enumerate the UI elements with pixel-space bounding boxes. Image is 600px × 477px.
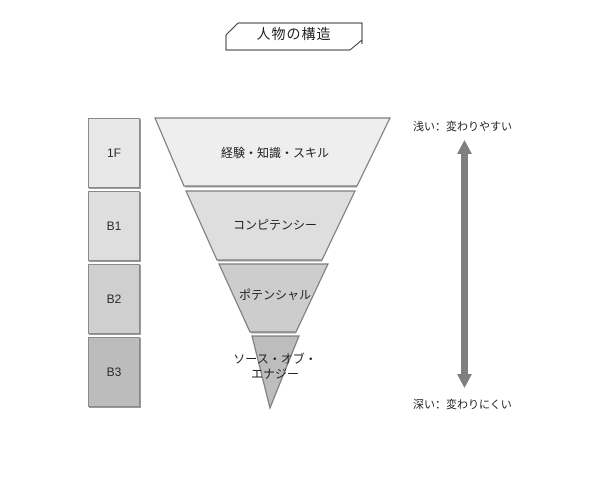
- floor-label: B3: [106, 365, 122, 379]
- axis-top-label: 浅い：変わりやすい: [413, 120, 512, 133]
- title-frame: [225, 22, 363, 51]
- diagram-title: 人物の構造: [256, 27, 332, 43]
- layer-shape-source-of-energy: [251, 335, 300, 410]
- layer-shape-potential: [218, 263, 329, 333]
- layer-label-skills: 経験・知識・スキル: [220, 146, 329, 160]
- floor-label: 1F: [106, 146, 121, 160]
- layer-label-potential: ポテンシャル: [238, 288, 311, 302]
- diagram-title-banner: 人物の構造: [224, 18, 364, 54]
- layer-shape-competency: [185, 190, 356, 261]
- floor-box-b2: B2: [88, 264, 140, 334]
- floor-label: B1: [106, 219, 122, 233]
- floor-label: B2: [106, 292, 122, 306]
- layer-label-line2: エナジー: [250, 367, 299, 381]
- floor-box-b1: B1: [88, 191, 140, 261]
- axis-bottom-label: 深い：変わりにくい: [413, 398, 512, 411]
- layer-label-competency: コンピテンシー: [232, 218, 317, 232]
- floor-box-b3: B3: [88, 337, 140, 407]
- floor-box-1f: 1F: [88, 118, 140, 188]
- layer-shape-skills: [154, 117, 391, 187]
- layer-label-source-of-energy: ソース・オブ・ エナジー: [220, 352, 330, 382]
- layer-label-line1: ソース・オブ・: [233, 352, 317, 366]
